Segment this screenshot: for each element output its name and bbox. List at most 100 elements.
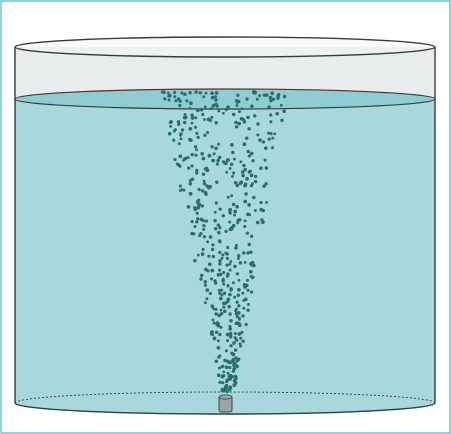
particle-dot bbox=[232, 342, 235, 345]
particle-dot bbox=[238, 110, 241, 113]
particle-dot bbox=[235, 322, 238, 325]
particle-dot bbox=[235, 308, 238, 311]
particle-dot bbox=[229, 167, 232, 170]
particle-dot bbox=[193, 206, 196, 209]
particle-dot bbox=[233, 265, 237, 269]
particle-dot bbox=[193, 259, 197, 263]
particle-dot bbox=[210, 107, 213, 110]
particle-dot bbox=[270, 91, 274, 95]
particle-dot bbox=[208, 262, 212, 266]
particle-dot bbox=[234, 181, 238, 185]
particle-dot bbox=[233, 210, 237, 214]
particle-dot bbox=[215, 359, 219, 363]
particle-dot bbox=[269, 132, 272, 135]
particle-dot bbox=[237, 304, 240, 307]
particle-dot bbox=[191, 116, 195, 120]
particle-dot bbox=[250, 235, 253, 238]
particle-dot bbox=[233, 296, 236, 299]
particle-dot bbox=[191, 220, 194, 223]
particle-dot bbox=[237, 257, 240, 260]
particle-dot bbox=[200, 152, 204, 156]
particle-dot bbox=[226, 246, 229, 249]
particle-dot bbox=[249, 170, 252, 173]
particle-dot bbox=[201, 204, 204, 207]
particle-dot bbox=[225, 171, 228, 174]
particle-dot bbox=[262, 140, 265, 143]
particle-dot bbox=[280, 104, 283, 107]
particle-dot bbox=[222, 302, 226, 306]
particle-dot bbox=[256, 122, 260, 126]
particle-dot bbox=[236, 364, 239, 367]
particle-dot bbox=[200, 218, 204, 222]
particle-dot bbox=[222, 365, 225, 368]
particle-dot bbox=[228, 263, 231, 266]
particle-dot bbox=[235, 125, 238, 128]
particle-dot bbox=[203, 180, 206, 183]
particle-dot bbox=[181, 188, 184, 191]
particle-dot bbox=[269, 96, 273, 100]
particle-dot bbox=[211, 248, 214, 251]
particle-dot bbox=[226, 159, 229, 162]
particle-dot bbox=[254, 175, 257, 178]
particle-dot bbox=[280, 119, 283, 122]
particle-dot bbox=[263, 93, 266, 96]
particle-dot bbox=[202, 173, 205, 176]
water-surface bbox=[15, 89, 435, 109]
particle-dot bbox=[222, 160, 225, 163]
particle-dot bbox=[231, 151, 234, 154]
particle-dot bbox=[205, 92, 208, 95]
particle-dot bbox=[215, 331, 218, 334]
particle-dot bbox=[246, 308, 249, 311]
particle-dot bbox=[195, 171, 198, 174]
particle-dot bbox=[265, 201, 268, 204]
particle-dot bbox=[226, 390, 229, 393]
particle-dot bbox=[272, 98, 275, 101]
particle-dot bbox=[239, 181, 242, 184]
particle-dot bbox=[178, 154, 182, 158]
particle-dot bbox=[242, 251, 245, 254]
particle-dot bbox=[196, 206, 200, 210]
particle-dot bbox=[177, 120, 180, 123]
particle-dot bbox=[238, 279, 241, 282]
particle-dot bbox=[198, 234, 201, 237]
particle-dot bbox=[220, 312, 223, 315]
particle-dot bbox=[222, 306, 225, 309]
particle-dot bbox=[225, 349, 228, 352]
particle-dot bbox=[247, 203, 251, 207]
particle-dot bbox=[242, 299, 245, 302]
particle-dot bbox=[169, 120, 173, 124]
particle-dot bbox=[222, 271, 225, 274]
particle-dot bbox=[232, 364, 236, 368]
particle-dot bbox=[180, 91, 183, 94]
particle-dot bbox=[167, 95, 170, 98]
particle-dot bbox=[228, 312, 231, 315]
particle-dot bbox=[253, 114, 257, 118]
particle-dot bbox=[242, 307, 245, 310]
particle-dot bbox=[260, 201, 263, 204]
particle-dot bbox=[229, 344, 232, 347]
particle-dot bbox=[194, 90, 198, 94]
particle-dot bbox=[200, 108, 204, 112]
particle-dot bbox=[230, 143, 234, 147]
particle-dot bbox=[235, 312, 239, 316]
particle-dot bbox=[191, 122, 194, 125]
particle-dot bbox=[218, 381, 221, 384]
particle-dot bbox=[218, 289, 221, 292]
particle-dot bbox=[202, 95, 205, 98]
particle-dot bbox=[205, 167, 208, 170]
particle-dot bbox=[202, 157, 206, 161]
particle-dot bbox=[218, 156, 221, 159]
particle-dot bbox=[268, 137, 271, 140]
particle-dot bbox=[247, 303, 250, 306]
particle-dot bbox=[213, 337, 216, 340]
particle-dot bbox=[216, 163, 219, 166]
particle-dot bbox=[245, 323, 248, 326]
particle-dot bbox=[201, 252, 205, 256]
particle-dot bbox=[229, 260, 232, 263]
particle-dot bbox=[196, 217, 199, 220]
particle-dot bbox=[184, 113, 187, 116]
particle-dot bbox=[223, 292, 226, 295]
source-top bbox=[219, 395, 232, 399]
